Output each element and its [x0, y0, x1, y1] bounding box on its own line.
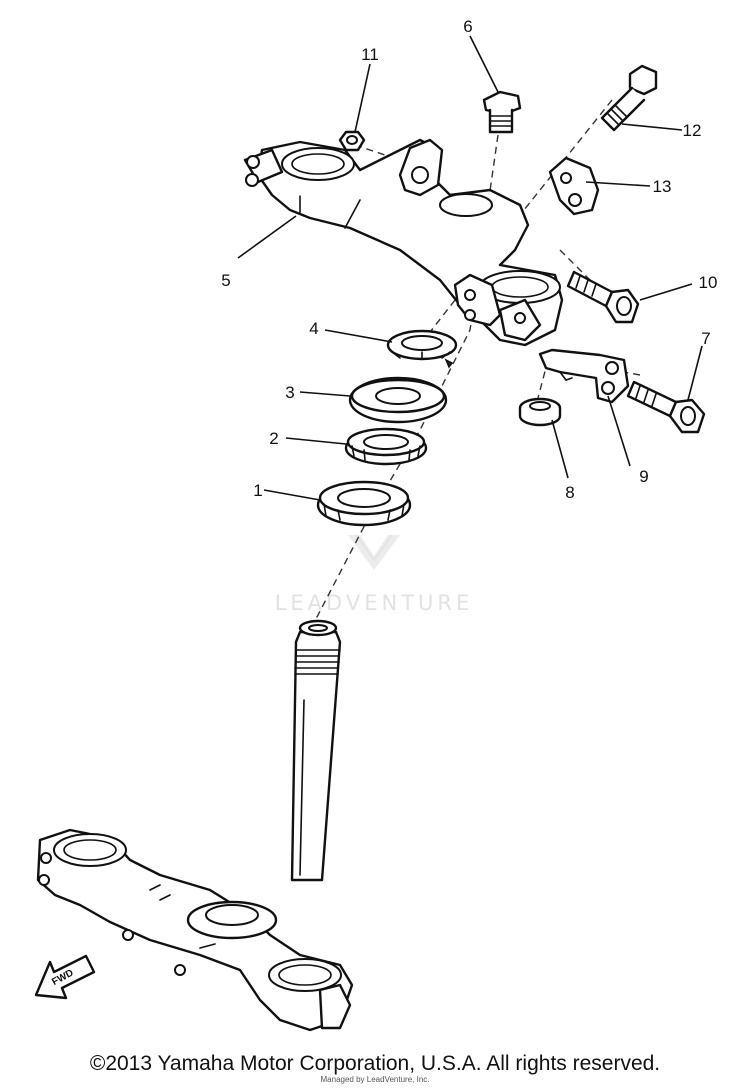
clamp-13: [548, 156, 600, 216]
bearing-2: [344, 427, 428, 466]
lower-bracket: [36, 828, 354, 1032]
callout-12: 12: [683, 121, 702, 140]
bearing-cover-3: [348, 376, 448, 424]
steering-stem: [290, 619, 342, 882]
top-bolt: [482, 90, 522, 134]
bolt-10: [566, 270, 640, 324]
callout-13: 13: [653, 177, 672, 196]
callout-6: 6: [463, 17, 472, 36]
callout-11: 11: [361, 45, 379, 64]
nut-11: [338, 130, 366, 152]
ring-nut-4: [386, 329, 458, 369]
fwd-arrow-icon: [34, 954, 96, 1000]
bolt-7: [626, 380, 706, 434]
collar-8: [518, 397, 562, 427]
callout-3: 3: [285, 383, 294, 402]
sub-note-text: Managed by LeadVenture, Inc.: [320, 1075, 430, 1084]
stay-9: [538, 348, 630, 404]
bolt-12: [600, 64, 658, 132]
bearing-1: [316, 480, 412, 527]
leader-lines: [237, 35, 703, 501]
watermark-text: LEADVENTURE: [275, 591, 474, 615]
callout-8: 8: [565, 483, 574, 502]
copyright-text: ©2013 Yamaha Motor Corporation, U.S.A. A…: [89, 1052, 661, 1075]
leadventure-logo-icon: [348, 534, 400, 570]
callout-4: 4: [309, 319, 318, 338]
callout-7: 7: [701, 329, 710, 348]
callout-1: 1: [253, 481, 262, 500]
callout-10: 10: [699, 273, 718, 292]
callout-5: 5: [221, 271, 230, 290]
upper-bracket: [243, 138, 564, 347]
callout-9: 9: [639, 467, 648, 486]
callout-2: 2: [269, 429, 278, 448]
